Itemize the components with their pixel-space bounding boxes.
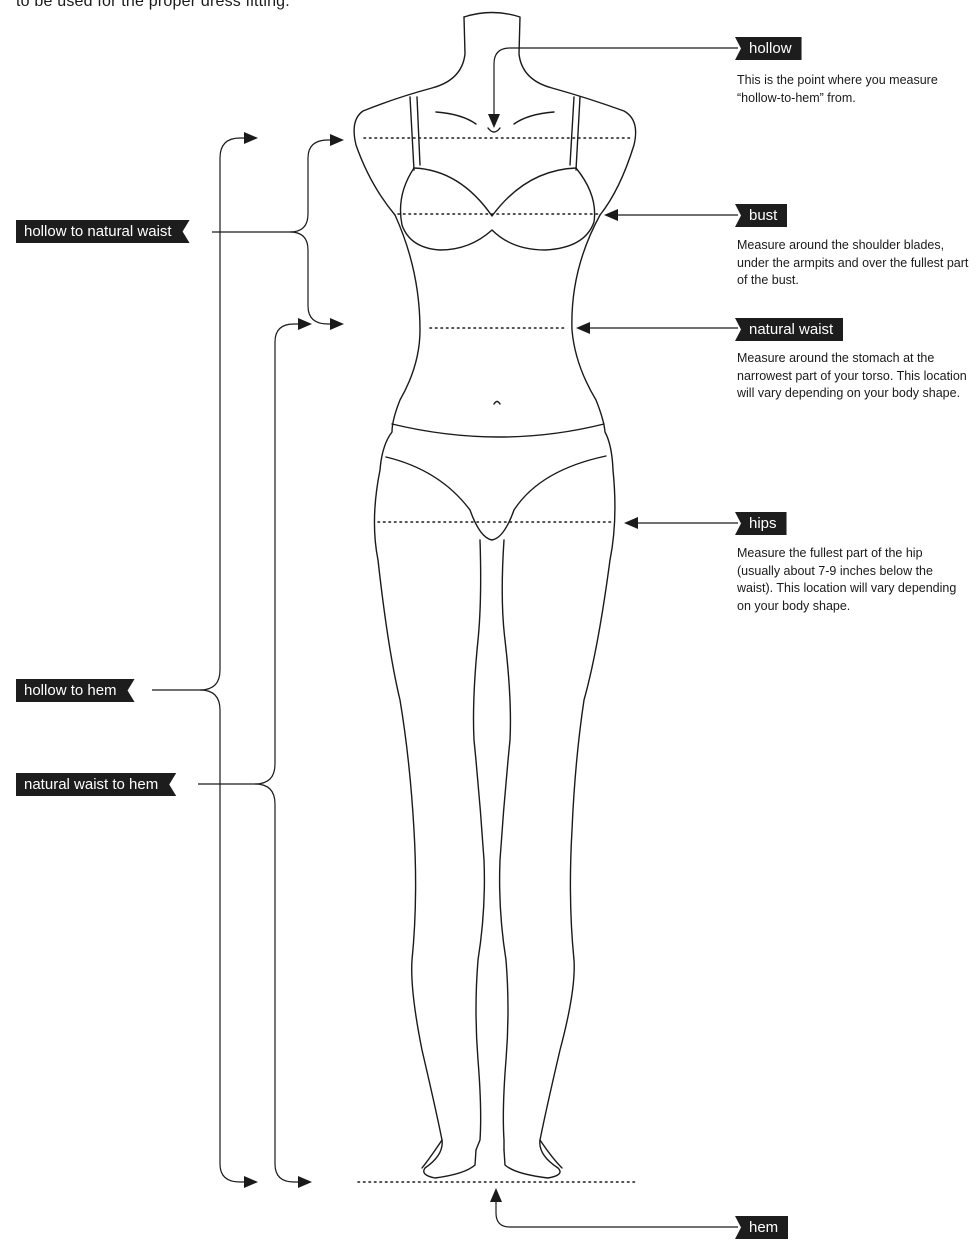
hollow-to-waist-brace-top [212, 140, 332, 232]
desc-bust: Measure around the shoulder blades, unde… [737, 237, 973, 290]
right-pointers [488, 48, 738, 1227]
label-natural-waist-to-hem: natural waist to hem [16, 773, 176, 796]
desc-hollow: This is the point where you measure “hol… [737, 72, 967, 107]
waist-to-hem-brace-bottom [255, 784, 300, 1182]
label-hollow: hollow [735, 37, 802, 60]
hem-pointer [496, 1200, 738, 1227]
measurement-lines [358, 138, 638, 1182]
label-hem: hem [735, 1216, 788, 1239]
bust-arrowhead [604, 209, 618, 221]
hips-arrowhead [624, 517, 638, 529]
waist-to-hem-brace-top [198, 324, 300, 784]
left-braces [152, 132, 344, 1188]
label-hips: hips [735, 512, 787, 535]
label-hollow-to-hem: hollow to hem [16, 679, 135, 702]
hollow-to-hem-brace-bottom [200, 690, 246, 1182]
label-hollow-to-natural-waist: hollow to natural waist [16, 220, 190, 243]
hollow-arrowhead [488, 114, 500, 128]
natural-waist-arrowhead [576, 322, 590, 334]
hem-arrowhead [490, 1188, 502, 1202]
label-bust: bust [735, 204, 787, 227]
desc-natural-waist: Measure around the stomach at the narrow… [737, 350, 977, 403]
mannequin-outline [354, 13, 636, 1179]
hollow-to-waist-brace-bottom [290, 232, 332, 324]
label-natural-waist: natural waist [735, 318, 843, 341]
desc-hips: Measure the fullest part of the hip (usu… [737, 545, 969, 615]
